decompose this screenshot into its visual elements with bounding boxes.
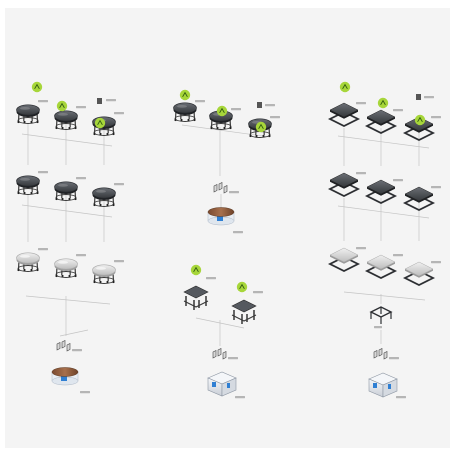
label-tag — [270, 116, 280, 118]
label-tag — [72, 349, 82, 351]
label-tag — [431, 186, 441, 188]
approval-badge-icon — [32, 82, 42, 92]
label-tag — [389, 357, 399, 359]
label-tag — [76, 106, 86, 108]
label-tag — [265, 104, 275, 106]
label-tag — [393, 254, 403, 256]
wood-disc-base-icon — [208, 208, 234, 226]
label-tag — [76, 254, 86, 256]
approval-badge-icon — [217, 106, 227, 116]
label-tag — [235, 396, 245, 398]
label-tag — [356, 247, 366, 249]
label-tag — [38, 248, 48, 250]
approval-badge-icon — [237, 282, 247, 292]
approval-badge-icon — [95, 118, 105, 128]
label-tag — [80, 391, 90, 393]
label-tag — [228, 357, 238, 359]
label-tag — [114, 260, 124, 262]
label-tag — [393, 179, 403, 181]
label-tag — [206, 277, 216, 279]
label-tag — [356, 172, 366, 174]
label-tag — [229, 191, 239, 193]
wood-disc-base-icon — [52, 368, 78, 386]
hardware-part-icon — [416, 94, 421, 100]
hardware-part-icon — [257, 102, 262, 108]
label-tag — [106, 99, 116, 101]
label-tag — [114, 183, 124, 185]
label-tag — [393, 109, 403, 111]
label-tag — [424, 96, 434, 98]
label-tag — [195, 100, 205, 102]
label-tag — [253, 291, 263, 293]
label-tag — [38, 100, 48, 102]
label-tag — [114, 112, 124, 114]
hardware-part-icon — [97, 98, 102, 104]
label-tag — [231, 108, 241, 110]
label-tag — [431, 116, 441, 118]
approval-badge-icon — [256, 122, 266, 132]
label-tag — [374, 326, 382, 328]
approval-badge-icon — [191, 265, 201, 275]
approval-badge-icon — [57, 101, 67, 111]
label-tag — [76, 177, 86, 179]
label-tag — [233, 231, 243, 233]
label-tag — [431, 261, 441, 263]
approval-badge-icon — [378, 98, 388, 108]
approval-badge-icon — [180, 90, 190, 100]
label-tag — [356, 102, 366, 104]
label-tag — [396, 396, 406, 398]
label-tag — [38, 171, 48, 173]
approval-badge-icon — [340, 82, 350, 92]
approval-badge-icon — [415, 115, 425, 125]
